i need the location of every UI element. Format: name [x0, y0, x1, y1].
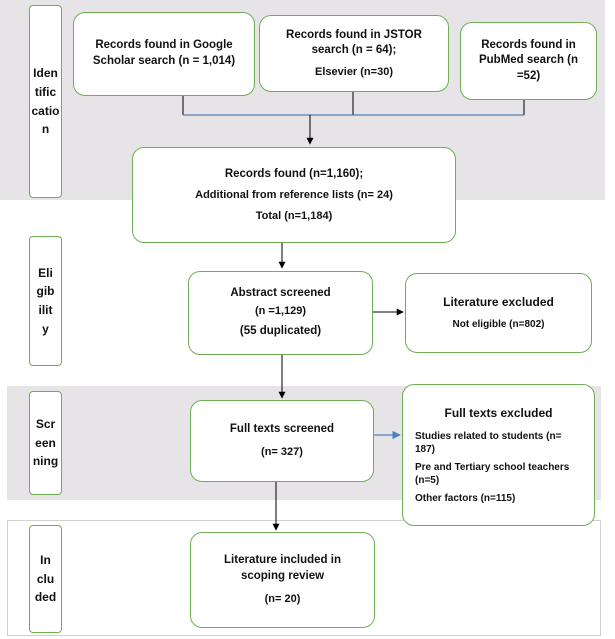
- excluded-item-teachers: Pre and Tertiary school teachers (n=5): [415, 462, 570, 487]
- jstor-line-3: Elsevier (n=30): [315, 65, 393, 78]
- phase-screening-label: Scr een ning: [32, 417, 59, 469]
- excluded-item-students: Studies related to students (n= 187): [415, 431, 562, 456]
- phase-eligibility: Eli gib ilit y: [29, 236, 62, 366]
- google-line-1: Records found in Google: [95, 39, 233, 52]
- google-line-2: Scholar search (n = 1,014): [92, 55, 236, 67]
- fulltext-line-2: (n= 327): [261, 446, 303, 459]
- phase-included-label: In clu ded: [34, 553, 57, 605]
- google-scholar-records-box: Records found in Google Scholar search (…: [73, 12, 255, 96]
- phase-identification-label: Iden tific catio n: [31, 66, 60, 137]
- included-line-3: (n= 20): [264, 593, 301, 606]
- abstract-line-2: (n =1,129): [254, 304, 307, 317]
- literature-included-box: Literature included in scoping review (n…: [190, 532, 375, 628]
- records-found-box: Records found (n=1,160); Additional from…: [132, 147, 456, 243]
- abstract-line-3: (55 duplicated): [239, 325, 322, 338]
- included-line-1: Literature included in: [224, 554, 341, 567]
- records-line-2: Additional from reference lists (n= 24): [195, 189, 393, 202]
- pubmed-line-2: PubMed search (n: [478, 54, 579, 67]
- literature-excluded-box: Literature excluded Not eligible (n=802): [405, 273, 592, 353]
- jstor-records-box: Records found in JSTOR search (n = 64); …: [259, 15, 449, 92]
- phase-included: In clu ded: [29, 525, 62, 633]
- phase-eligibility-label: Eli gib ilit y: [36, 265, 55, 336]
- phase-identification: Iden tific catio n: [29, 5, 62, 198]
- abstract-screened-box: Abstract screened (n =1,129) (55 duplica…: [188, 271, 373, 355]
- records-line-1: Records found (n=1,160);: [224, 168, 364, 181]
- jstor-line-2: search (n = 64);: [311, 44, 397, 57]
- excluded-item-other: Other factors (n=115): [415, 493, 516, 505]
- records-line-3: Total (n=1,184): [255, 209, 333, 222]
- full-texts-excluded-box: Full texts excluded Studies related to s…: [402, 384, 595, 526]
- jstor-line-1: Records found in JSTOR: [286, 28, 422, 41]
- pubmed-line-3: =52): [516, 69, 541, 82]
- literature-excluded-detail: Not eligible (n=802): [452, 319, 545, 331]
- pubmed-records-box: Records found in PubMed search (n =52): [460, 22, 597, 100]
- fulltext-line-1: Full texts screened: [229, 422, 335, 435]
- pubmed-line-1: Records found in: [481, 38, 576, 51]
- abstract-line-1: Abstract screened: [230, 287, 331, 300]
- literature-excluded-title: Literature excluded: [443, 295, 554, 310]
- included-line-2: scoping review: [240, 569, 325, 582]
- full-texts-excluded-title: Full texts excluded: [444, 405, 553, 420]
- phase-screening: Scr een ning: [29, 391, 62, 495]
- full-texts-screened-box: Full texts screened (n= 327): [190, 400, 374, 482]
